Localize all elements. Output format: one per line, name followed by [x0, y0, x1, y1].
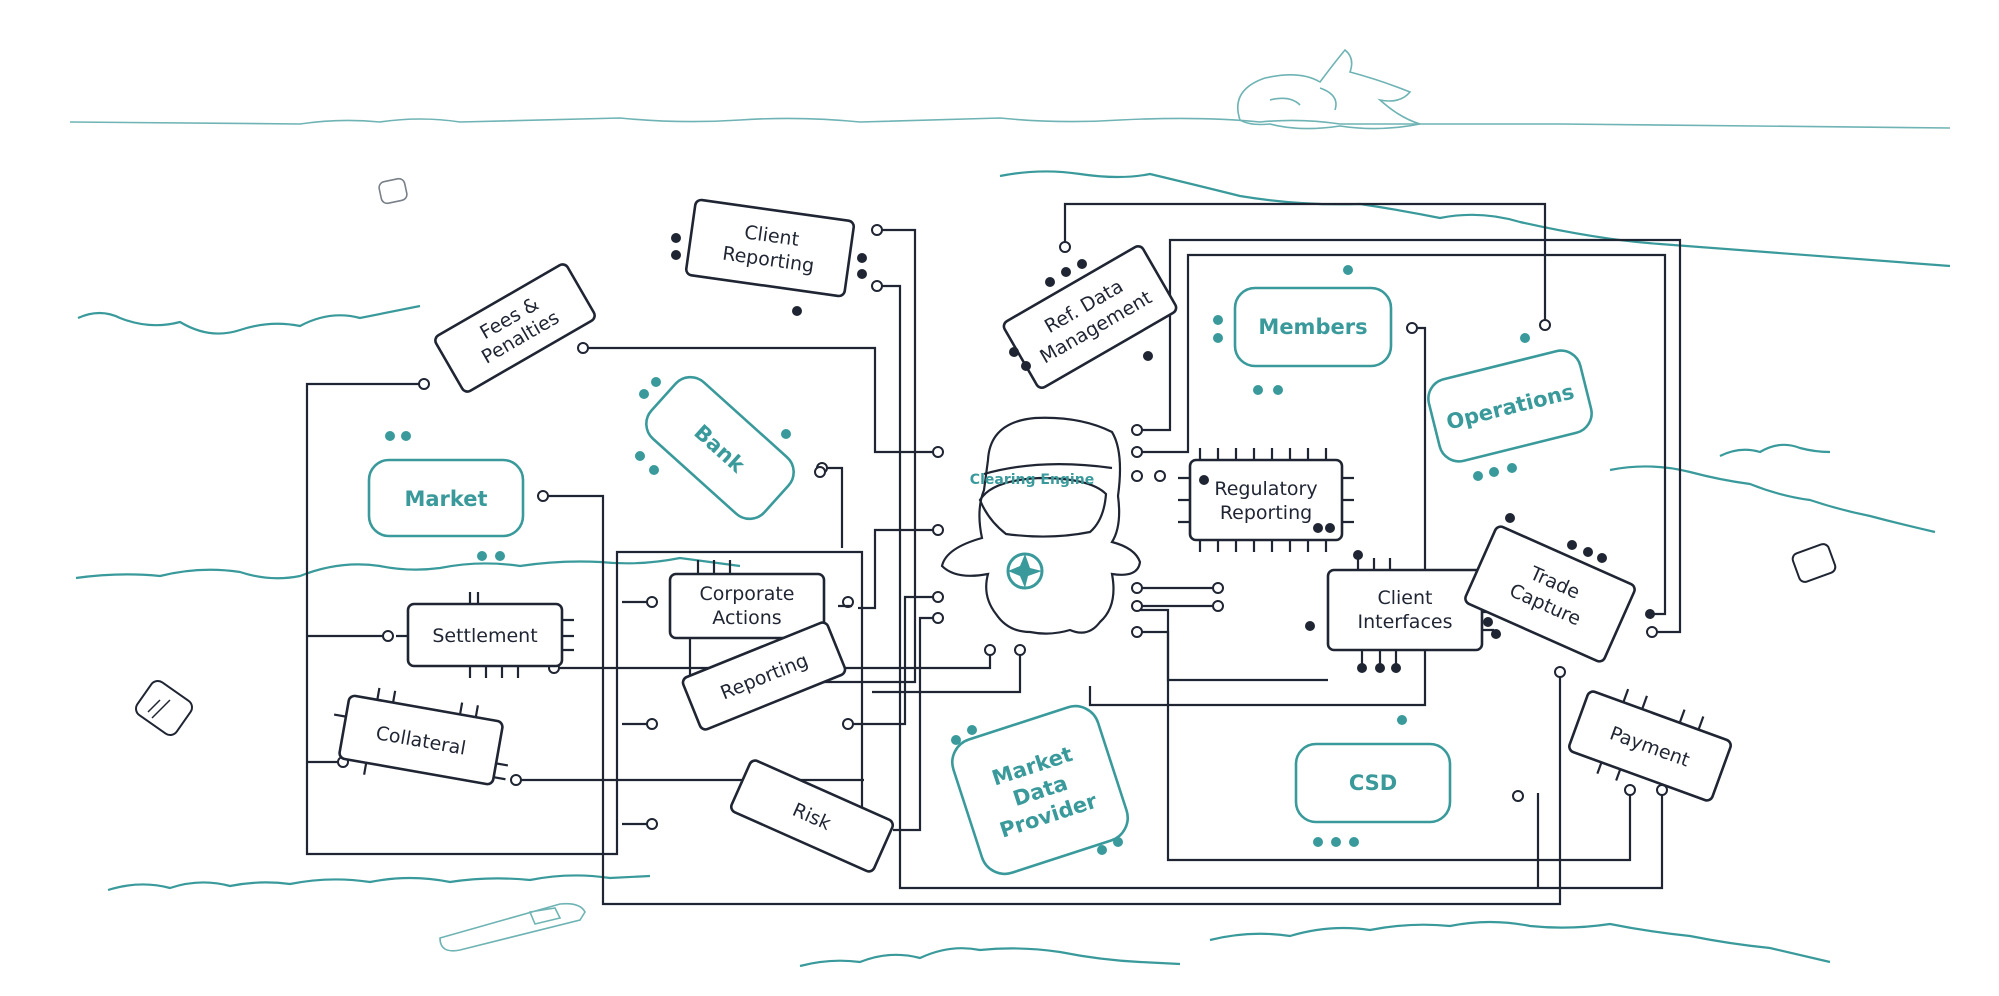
node-trade-capture: Trade Capture: [1464, 525, 1636, 663]
horizon-line: [69, 117, 1951, 129]
ground-line-bottom-right: [1209, 920, 1831, 964]
node-payment: Payment: [1568, 688, 1732, 802]
node-members-label: Members: [1258, 315, 1367, 339]
node-clearing-engine: Clearing Engine: [940, 416, 1142, 635]
node-collateral: Collateral: [333, 687, 509, 786]
node-operations-pins: [1473, 333, 1530, 481]
hill-line-far-right: [1609, 465, 1936, 534]
connection-wires: [305, 202, 1682, 906]
node-market: Market: [367, 431, 525, 561]
chip-doodle-1: [378, 177, 408, 205]
robot-body: [940, 416, 1142, 635]
node-bank-pins: [635, 377, 791, 475]
node-bank: Bank: [645, 375, 795, 521]
chip-doodle-3: [1791, 543, 1837, 583]
floating-board: [439, 902, 586, 952]
wire-ports: [337, 224, 1668, 830]
node-client-reporting-pins: [671, 233, 867, 316]
node-client-interfaces: Client Interfaces: [1305, 550, 1494, 673]
node-client-reporting: Client Reporting: [684, 198, 856, 298]
chip-doodle-2: [135, 679, 193, 737]
node-regulatory-label-1: Regulatory: [1214, 478, 1317, 500]
node-operations: Operations: [1427, 349, 1593, 463]
robot-visor: [978, 476, 1108, 538]
hill-line-left: [77, 304, 421, 335]
node-ref-data-management: Ref. Data Management: [1002, 244, 1178, 390]
sleeping-figure-outline: [1237, 48, 1421, 130]
node-corporate-actions-label-1: Corporate: [700, 583, 795, 605]
node-mdp-pins: [951, 725, 1123, 855]
ground-line-bottom-center: [799, 947, 1181, 968]
clearing-engine-logo-icon: [1006, 552, 1044, 590]
small-hill-right: [1719, 443, 1831, 457]
node-market-label: Market: [404, 487, 487, 511]
node-reporting: Reporting: [681, 621, 847, 731]
node-settlement: Settlement: [396, 592, 574, 678]
node-trade-capture-pins: [1483, 513, 1655, 639]
node-risk: Risk: [729, 759, 895, 873]
ground-line-bottom-left: [107, 874, 651, 892]
node-regulatory-label-2: Reporting: [1220, 502, 1312, 524]
node-client-interfaces-label-2: Interfaces: [1358, 611, 1453, 633]
clearing-engine-label: Clearing Engine: [970, 472, 1094, 488]
node-settlement-label: Settlement: [432, 625, 537, 647]
node-market-data-provider: Market Data Provider: [951, 704, 1129, 876]
node-client-interfaces-label-1: Client: [1377, 587, 1432, 609]
node-regulatory-reporting: Regulatory Reporting: [1178, 448, 1354, 552]
ground-line-mid: [75, 556, 741, 580]
node-corporate-actions: Corporate Actions: [668, 560, 852, 640]
node-corporate-actions-label-2: Actions: [712, 607, 781, 629]
node-csd-label: CSD: [1349, 771, 1397, 795]
node-ref-data-pins: [1009, 259, 1153, 371]
node-fees-penalties: Fees & Penalties: [434, 263, 596, 393]
node-csd: CSD: [1294, 715, 1452, 847]
node-members: Members: [1213, 265, 1393, 395]
